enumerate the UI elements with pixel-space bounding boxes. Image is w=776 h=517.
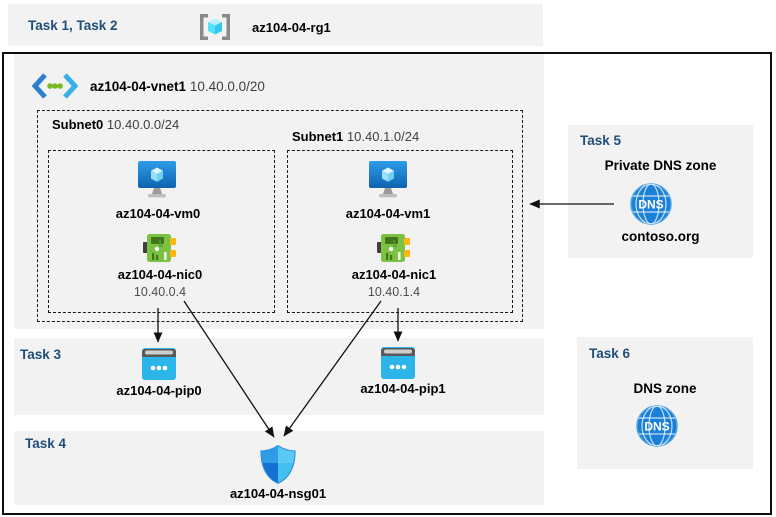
dns-zone-icon-text: DNS [644, 420, 669, 434]
nsg-label: az104-04-nsg01 [229, 486, 327, 501]
subnet1-cidr: 10.40.1.0/24 [346, 129, 420, 144]
resource-group-icon [196, 12, 234, 42]
nic0-ip: 10.40.0.4 [133, 285, 187, 299]
pip0-icon [142, 348, 176, 380]
vnet-name: az104-04-vnet1 [90, 79, 187, 94]
vm0-label: az104-04-vm0 [115, 206, 201, 221]
private-dns-zone-title: Private DNS zone [604, 158, 717, 173]
subnet0-cidr: 10.40.0.0/24 [106, 117, 180, 132]
nic1-ip: 10.40.1.4 [367, 285, 421, 299]
task12-label: Task 1, Task 2 [28, 18, 118, 33]
task6-box: Task 6 DNS zone DNS [577, 337, 753, 469]
subnets-outer-dashed-box [37, 110, 523, 322]
top-task-band: Task 1, Task 2 az104-04-rg1 [8, 4, 543, 46]
task3-band [14, 338, 544, 415]
resource-group-name: az104-04-rg1 [252, 20, 331, 35]
subnet1-name: Subnet1 [292, 129, 344, 144]
private-dns-icon-text: DNS [638, 198, 663, 212]
subnet0-dashed-box [48, 150, 275, 313]
task6-label: Task 6 [589, 346, 631, 361]
dns-zone-title: DNS zone [633, 381, 697, 396]
vm1-icon [368, 160, 408, 200]
subnet0-name: Subnet0 [52, 117, 104, 132]
contoso-zone-label: contoso.org [621, 229, 700, 244]
vm0-icon [137, 160, 177, 200]
vm1-label: az104-04-vm1 [345, 206, 431, 221]
pip1-icon [381, 347, 415, 379]
nic1-label: az104-04-nic1 [351, 267, 437, 282]
subnet1-dashed-box [287, 150, 513, 313]
pip1-label: az104-04-pip1 [360, 381, 446, 396]
nic1-icon [377, 232, 411, 264]
subnet1-title: Subnet1 10.40.1.0/24 [292, 129, 420, 144]
nic0-icon [143, 232, 177, 264]
virtual-network-icon [32, 72, 78, 100]
task5-label: Task 5 [580, 133, 622, 148]
vnet-box [14, 54, 544, 329]
subnet0-title: Subnet0 10.40.0.0/24 [52, 117, 180, 132]
vnet-title: az104-04-vnet1 10.40.0.0/20 [90, 79, 265, 95]
nic0-label: az104-04-nic0 [117, 267, 203, 282]
nsg-shield-icon [260, 444, 296, 485]
task4-label: Task 4 [25, 436, 67, 451]
vnet-cidr: 10.40.0.0/20 [189, 79, 265, 94]
pip0-label: az104-04-pip0 [116, 383, 202, 398]
task3-label: Task 3 [20, 347, 62, 362]
dns-zone-icon: DNS [636, 405, 678, 447]
task5-box: Task 5 Private DNS zone DNS contoso.org [568, 125, 753, 258]
private-dns-icon: DNS [630, 183, 672, 225]
